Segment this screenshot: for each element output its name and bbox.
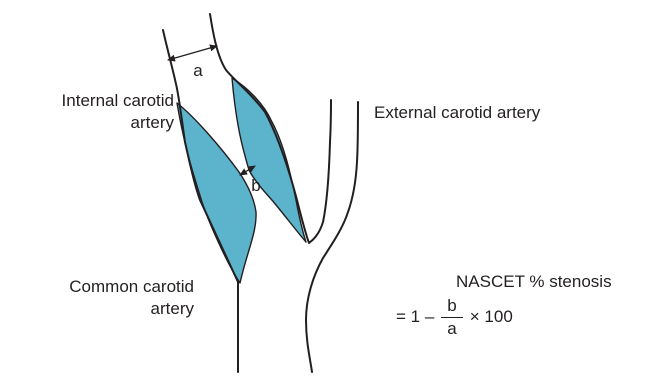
measurement-a-arrow bbox=[168, 46, 217, 60]
external-carotid-wall bbox=[306, 102, 358, 372]
formula-denominator: a bbox=[441, 318, 462, 339]
nascet-formula: = 1 – b a × 100 bbox=[396, 289, 513, 345]
measurement-a-label: a bbox=[193, 61, 203, 80]
measurement-b-label: b bbox=[251, 176, 260, 195]
external-carotid-label: External carotid artery bbox=[374, 102, 540, 124]
internal-carotid-label-line2: artery bbox=[62, 112, 174, 134]
common-carotid-label: Common carotid artery bbox=[69, 276, 194, 320]
internal-carotid-label-line1: Internal carotid bbox=[62, 90, 174, 112]
formula-numerator: b bbox=[441, 296, 462, 318]
common-carotid-label-line1: Common carotid bbox=[69, 276, 194, 298]
formula-fraction: b a bbox=[441, 296, 462, 339]
formula-prefix: = 1 – bbox=[396, 307, 434, 327]
formula-suffix: × 100 bbox=[470, 307, 513, 327]
common-carotid-label-line2: artery bbox=[69, 298, 194, 320]
internal-carotid-label: Internal carotid artery bbox=[62, 90, 174, 134]
